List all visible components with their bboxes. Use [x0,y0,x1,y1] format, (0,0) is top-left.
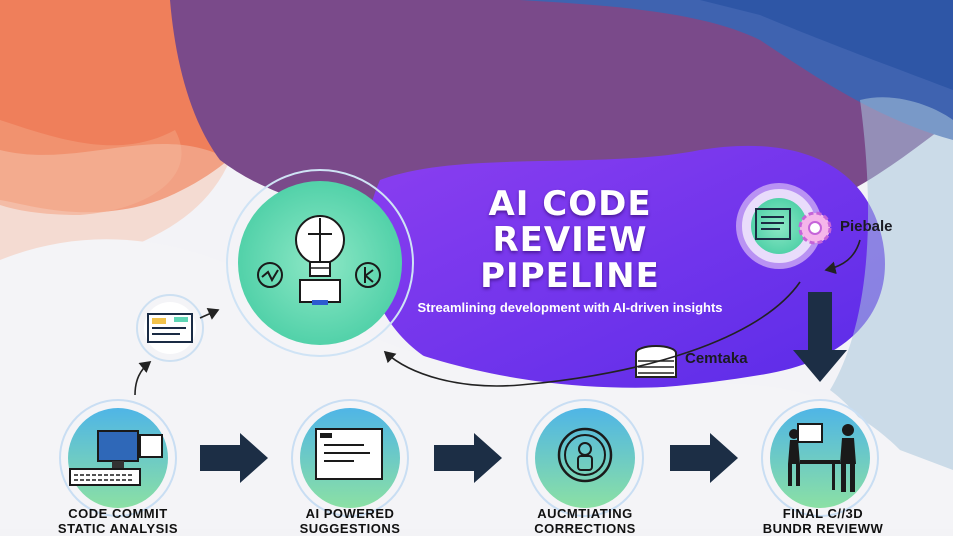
curved-arrow-into-bulb [199,308,220,320]
people-at-desk-icon [788,423,856,492]
stage-arrow-3 [670,433,738,483]
stage-arrow-2 [434,433,502,483]
side-label-top: Piebale [840,218,893,235]
title-line-1: AI CODE [488,184,652,224]
stage-label-1-line1: CODE COMMIT [68,506,168,521]
person-icon [557,427,613,483]
title-line-3: PIPELINE [480,256,660,296]
down-arrow [793,292,847,382]
monitor-icon [69,430,163,486]
stage-label-1: CODE COMMIT STATIC ANALYSIS [33,506,203,536]
page-title: AI CODE REVIEW PIPELINE [400,186,740,294]
curved-arrow-commit-to-review [134,361,152,396]
stage-label-3: AUCMTIATING CORRECTIONS [500,506,670,536]
subtitle: Streamlining development with AI-driven … [417,300,723,315]
lightbulb-icon [257,215,381,305]
stage-label-3-line1: AUCMTIATING [537,506,633,521]
stage-label-2: AI POWERED SUGGESTIONS [265,506,435,536]
stage-label-2-line1: AI POWERED [305,506,395,521]
gear-icon [798,211,832,245]
document-icon [315,428,383,480]
side-label-middle: Cemtaka [685,350,748,367]
title-line-2: REVIEW [492,220,648,260]
stage-label-4: FINAL C//3D BUNDR REVIEWW [738,506,908,536]
document-icon [147,313,193,343]
stage-arrow-1 [200,433,268,483]
stage-label-4-line1: FINAL C//3D [782,506,864,521]
curved-arrow-return [383,281,801,387]
list-document-icon [755,208,791,240]
curved-arrow-gear [824,239,861,275]
